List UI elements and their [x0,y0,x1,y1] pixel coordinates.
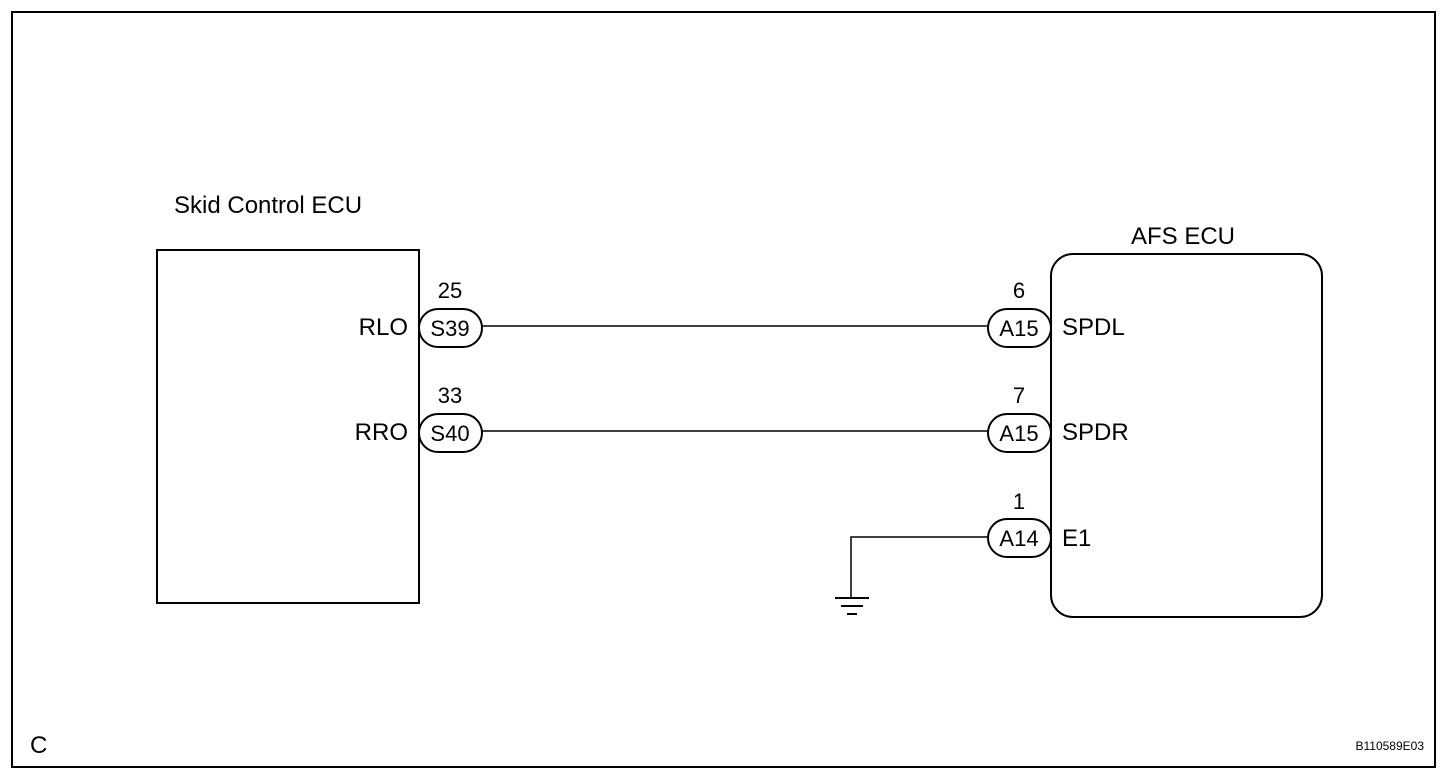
connector-oval [418,413,483,453]
connector-code: A15 [999,421,1038,446]
connector-oval [987,308,1052,348]
pin-label: E1 [1062,525,1091,552]
pin-number: 25 [438,278,462,303]
skid-pin-rlo: RLO 25 S39 [359,278,483,348]
ground-icon [835,597,869,615]
connector-code: A14 [999,526,1038,551]
pin-label: SPDR [1062,419,1129,446]
pin-number: 1 [1013,489,1025,514]
pin-number: 6 [1013,278,1025,303]
afs-ecu-title: AFS ECU [1131,223,1235,250]
figure-id: B110589E03 [1355,739,1424,753]
connector-code: S40 [430,421,469,446]
skid-pin-rro: RRO 33 S40 [355,383,483,453]
connector-oval [987,413,1052,453]
connector-code: S39 [430,316,469,341]
wire-e1-ground [850,536,988,598]
afs-pin-spdl: SPDL 6 A15 [987,278,1125,348]
skid-ecu-title: Skid Control ECU [174,192,362,219]
pin-number: 33 [438,383,462,408]
pin-number: 7 [1013,383,1025,408]
diagram-frame [11,11,1436,768]
pin-label: SPDL [1062,314,1125,341]
skid-ecu-box [156,249,420,604]
corner-letter: C [30,732,47,759]
afs-pin-spdr: SPDR 7 A15 [987,383,1129,453]
pin-label: RRO [355,419,408,446]
pin-label: RLO [359,314,408,341]
afs-pin-e1: E1 1 A14 [987,489,1091,558]
connector-oval [418,308,483,348]
connector-code: A15 [999,316,1038,341]
connector-oval [987,518,1052,558]
